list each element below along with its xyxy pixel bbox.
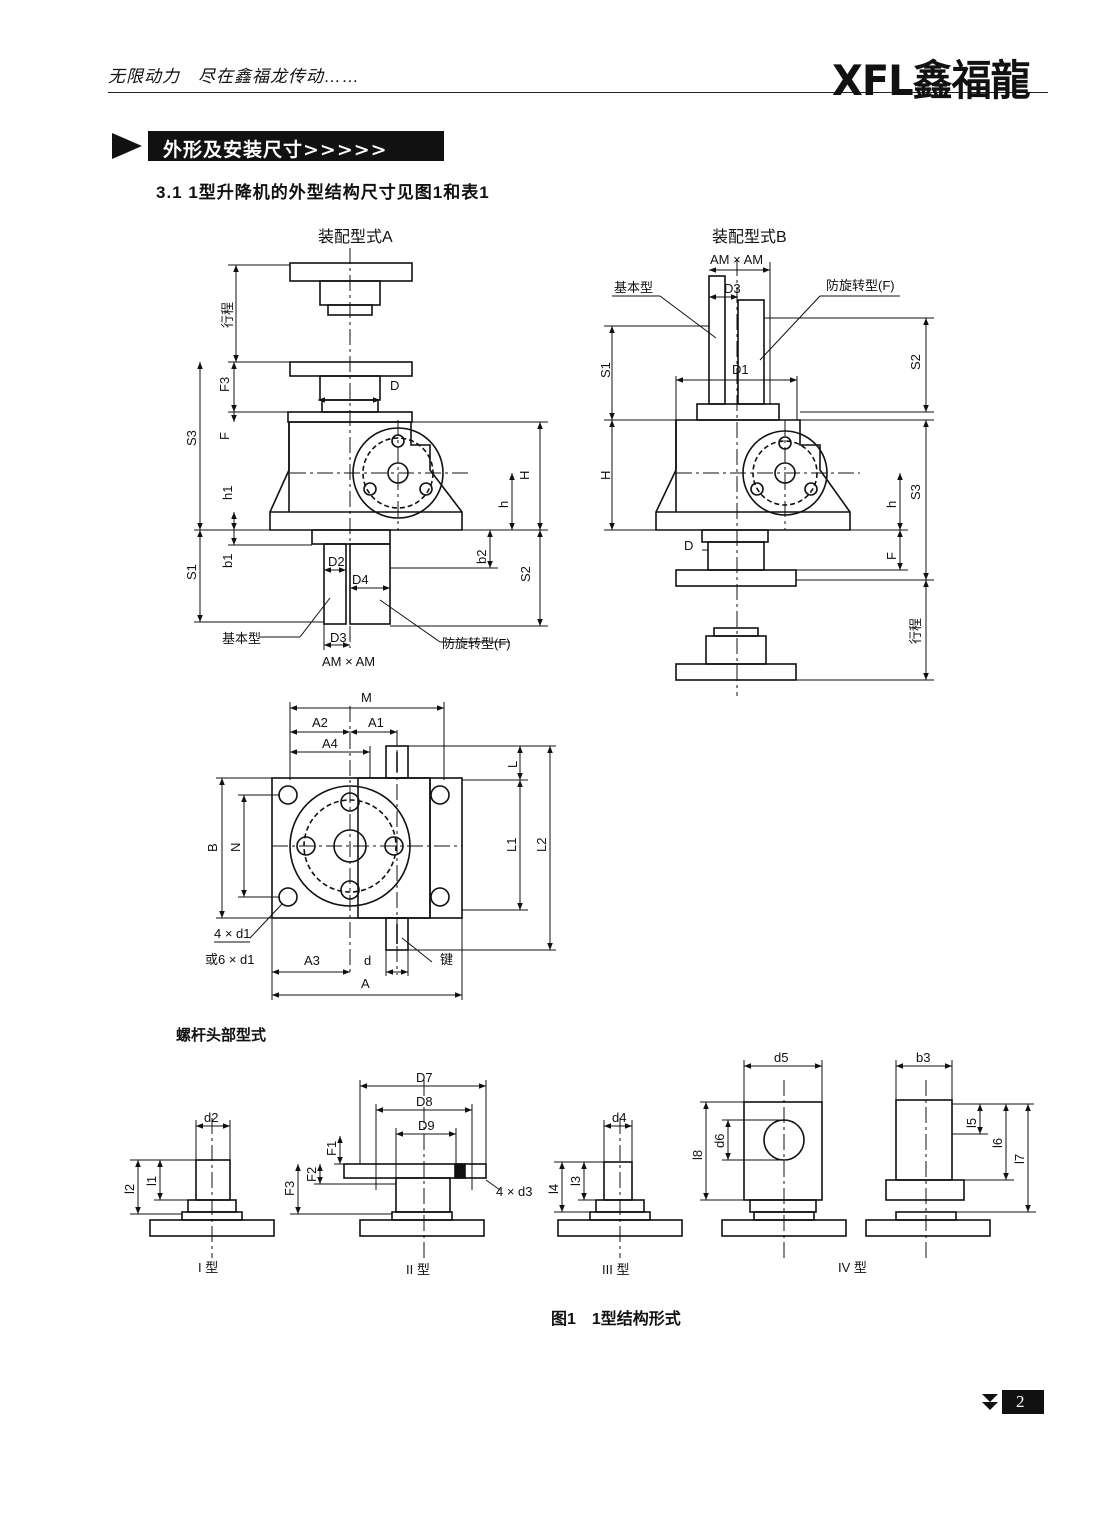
a-label-basic: 基本型 — [222, 631, 261, 646]
header-rule — [108, 92, 1048, 93]
plan-label-key: 键 — [440, 952, 453, 967]
a-label-d3: D3 — [330, 630, 347, 645]
page-number-badge: 2 — [980, 1390, 1044, 1414]
header-slogan: 无限动力 尽在鑫福龙传动…… — [108, 67, 360, 86]
type4a-label-l8: l8 — [690, 1150, 705, 1160]
a-label-f: F — [217, 432, 232, 440]
type2-label-f2: F2 — [304, 1167, 319, 1182]
screw-head-types-drawing — [130, 1060, 1036, 1258]
b-label-d3: D3 — [724, 281, 741, 296]
page-number: 2 — [1016, 1392, 1025, 1411]
b-label-d: D — [684, 538, 693, 553]
type4b-label-b3: b3 — [916, 1050, 930, 1065]
section-subheading: 3.1 1型升降机的外型结构尺寸见图1和表1 — [156, 183, 490, 202]
a-label-h: h — [496, 501, 511, 508]
b-label-f: F — [884, 552, 899, 560]
type4b-label-l5: l5 — [964, 1118, 979, 1128]
assembly-a-title: 装配型式A — [318, 228, 393, 246]
type1-name: I 型 — [198, 1260, 218, 1275]
type4b-label-l7: l7 — [1012, 1154, 1027, 1164]
plan-label-l1: L1 — [504, 838, 519, 852]
a-label-b2: b2 — [474, 550, 489, 564]
a-label-d: D — [390, 378, 399, 393]
b-label-basic: 基本型 — [614, 280, 653, 295]
type2-label-d7: D7 — [416, 1070, 433, 1085]
a-label-stroke: 行程 — [220, 302, 235, 328]
b-label-stroke: 行程 — [908, 618, 923, 644]
type2-label-f1: F1 — [324, 1141, 339, 1156]
plan-label-a3: A3 — [304, 953, 320, 968]
a-label-s1: S1 — [184, 564, 199, 580]
assembly-a-drawing — [194, 248, 548, 650]
plan-label-holes-4: 4 × d1 — [214, 926, 251, 941]
screw-head-title: 螺杆头部型式 — [176, 1026, 266, 1044]
a-label-d2: D2 — [328, 554, 345, 569]
type2-label-d8: D8 — [416, 1094, 433, 1109]
type3-label-l4: l4 — [546, 1184, 561, 1194]
section-banner: 外形及安装尺寸>>>>> — [112, 131, 444, 161]
assembly-b-title: 装配型式B — [712, 228, 787, 246]
plan-label-a2: A2 — [312, 715, 328, 730]
a-label-s3: S3 — [184, 430, 199, 446]
plan-label-l2: L2 — [534, 838, 549, 852]
type3-name: III 型 — [602, 1262, 629, 1277]
type4a-label-d5: d5 — [774, 1050, 788, 1065]
plan-view-drawing — [214, 702, 556, 1000]
plan-label-a: A — [361, 976, 370, 991]
type2-label-f3: F3 — [282, 1181, 297, 1196]
banner-arrow-icon — [112, 133, 142, 159]
a-label-f3: F3 — [217, 377, 232, 392]
plan-label-m: M — [361, 690, 372, 705]
plan-label-b: B — [205, 843, 220, 852]
b-label-s2: S2 — [908, 354, 923, 370]
type3-label-l3: l3 — [568, 1176, 583, 1186]
b-label-am: AM × AM — [710, 252, 763, 267]
brand-logo: XFL鑫福龍 — [832, 57, 1031, 106]
assembly-b-drawing — [604, 260, 934, 696]
figure-caption: 图1 1型结构形式 — [551, 1309, 681, 1328]
a-label-b1: b1 — [220, 554, 235, 568]
plan-label-d: d — [364, 953, 371, 968]
a-label-d4: D4 — [352, 572, 369, 587]
type4a-label-d6: d6 — [712, 1134, 727, 1148]
section-title: 外形及安装尺寸>>>>> — [163, 139, 388, 161]
a-label-h1: h1 — [220, 486, 235, 500]
plan-label-n: N — [228, 843, 243, 852]
b-label-h-upper: H — [598, 471, 613, 480]
plan-label-a4: A4 — [322, 736, 338, 751]
type3-label-d4: d4 — [612, 1110, 626, 1125]
a-label-h-upper: H — [517, 471, 532, 480]
type1-label-l1: l1 — [144, 1176, 159, 1186]
page-arrows-icon — [982, 1394, 998, 1410]
b-label-s3: S3 — [908, 484, 923, 500]
type2-label-holes: 4 × d3 — [496, 1184, 533, 1199]
a-label-anti-rotation: 防旋转型(F) — [442, 636, 511, 651]
type1-label-l2: l2 — [122, 1184, 137, 1194]
type1-label-d2: d2 — [204, 1110, 218, 1125]
plan-label-holes-6: 或6 × d1 — [205, 952, 255, 967]
plan-label-l: L — [505, 761, 520, 768]
type4b-label-l6: l6 — [990, 1138, 1005, 1148]
type4-name: IV 型 — [838, 1260, 867, 1275]
b-label-h: h — [884, 501, 899, 508]
b-label-d1: D1 — [732, 362, 749, 377]
a-label-s2: S2 — [518, 566, 533, 582]
b-label-anti-rotation: 防旋转型(F) — [826, 278, 895, 293]
b-label-s1: S1 — [598, 362, 613, 378]
plan-label-a1: A1 — [368, 715, 384, 730]
type2-label-d9: D9 — [418, 1118, 435, 1133]
type2-name: II 型 — [406, 1262, 430, 1277]
a-label-am: AM × AM — [322, 654, 375, 669]
